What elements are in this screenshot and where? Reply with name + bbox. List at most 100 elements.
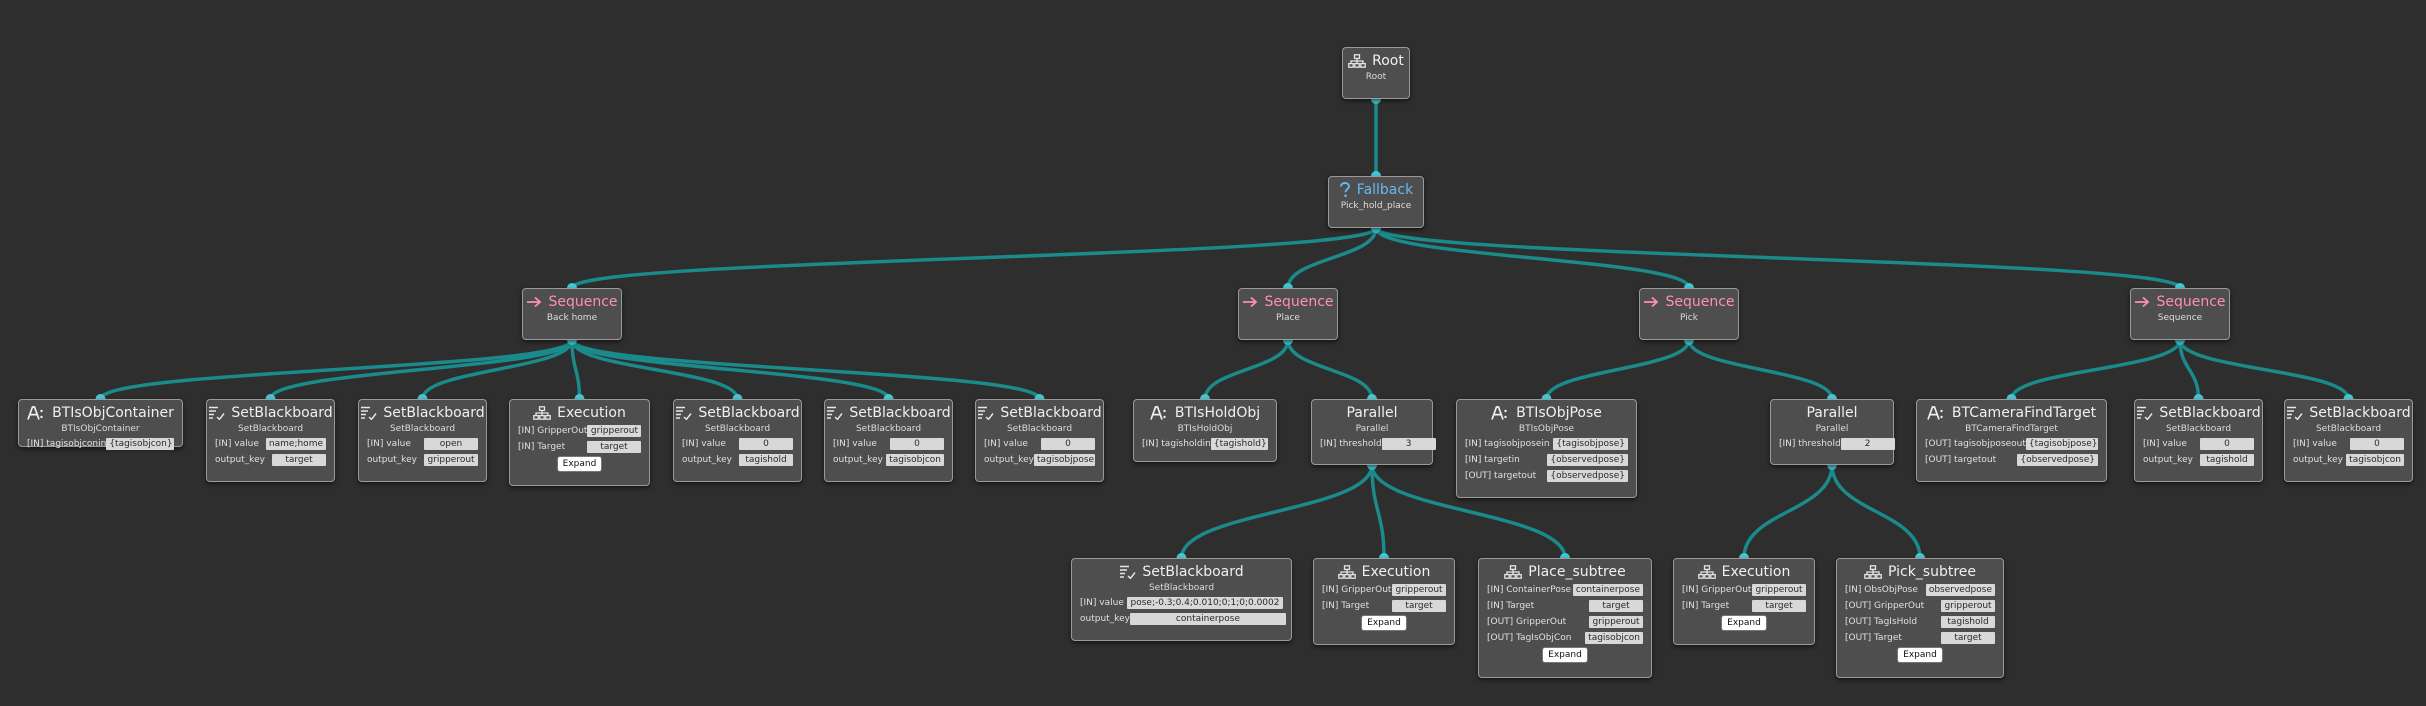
expand-button[interactable]: Expand <box>556 456 603 472</box>
port-name: [IN] value <box>367 439 411 449</box>
port-row: [OUT] GripperOut gripperout <box>1837 600 2003 612</box>
port-value-field[interactable]: {observedpose} <box>1547 454 1628 466</box>
port-value-field[interactable]: gripperout <box>587 425 642 437</box>
expand-button[interactable]: Expand <box>1542 647 1588 663</box>
port-value-field[interactable]: 0 <box>2350 438 2404 450</box>
port-name: [OUT] Target <box>1845 633 1902 643</box>
port-value-field[interactable]: gripperout <box>424 454 478 466</box>
port-value-field[interactable]: {tagishold} <box>1210 438 1268 450</box>
port-value-field[interactable]: tagishold <box>1941 616 1995 628</box>
port-value-field[interactable]: gripperout <box>1392 584 1446 596</box>
port-value-field[interactable]: name;home <box>265 438 326 450</box>
node-subtitle: Pick <box>1680 313 1698 323</box>
port-value-field[interactable]: pose;-0.3;0.4;0.010;0;1;0;0.0002 <box>1127 597 1283 609</box>
node-title: BTCameraFindTarget <box>1917 405 2106 421</box>
expand-button[interactable]: Expand <box>1721 615 1767 631</box>
tree-icon <box>1697 565 1716 579</box>
node-title: BTIsObjPose <box>1457 405 1636 421</box>
port-name: [OUT] GripperOut <box>1845 601 1925 611</box>
tree-icon <box>1504 565 1523 579</box>
edge-par-place-to-sb-container-pose <box>1179 464 1374 559</box>
port-value-field[interactable]: 3 <box>1381 438 1436 450</box>
port-value-field[interactable]: 2 <box>1840 438 1895 450</box>
port-value-field[interactable]: target <box>1941 632 1995 644</box>
port-value-field[interactable]: gripperout <box>1589 616 1643 628</box>
port-value-field[interactable]: observedpose <box>1925 584 1995 596</box>
port-value-field[interactable]: open <box>424 438 478 450</box>
port-value-field[interactable]: {tagisobjpose} <box>2025 438 2098 450</box>
expand-button[interactable]: Expand <box>1897 647 1943 663</box>
port-value-field[interactable]: tagisobjcon <box>1585 632 1643 644</box>
edge-fallback-to-seq-place <box>1286 227 1378 289</box>
port-value-field[interactable]: target <box>272 454 326 466</box>
port-value-field[interactable]: target <box>1752 600 1806 612</box>
port-value-field[interactable]: target <box>587 441 641 453</box>
port-value-field[interactable]: tagisobjcon <box>886 454 944 466</box>
port-value-field[interactable]: 0 <box>890 438 944 450</box>
node-title-text: Root <box>1372 53 1404 69</box>
port-value-field[interactable]: gripperout <box>1941 600 1995 612</box>
node-subtitle: SetBlackboard <box>2315 424 2382 434</box>
port-value-field[interactable]: {tagisobjcon} <box>106 438 174 450</box>
port-value-field[interactable]: tagishold <box>739 454 793 466</box>
port-value-field[interactable]: containerpose <box>1572 584 1643 596</box>
port-value-field[interactable]: tagishold <box>2200 454 2254 466</box>
expand-button[interactable]: Expand <box>1361 615 1407 631</box>
port-value-field[interactable]: tagisobjpose <box>1033 454 1095 466</box>
edge-seq-sequence-to-sb-seq-hold <box>2178 339 2201 400</box>
node-title-text: Place_subtree <box>1528 564 1626 580</box>
edge-par-place-to-place-subtree <box>1370 464 1567 559</box>
port-value-field[interactable]: target <box>1392 600 1446 612</box>
port-value-field[interactable]: 0 <box>1041 438 1095 450</box>
port-value-field[interactable]: target <box>1589 600 1643 612</box>
port-value-field[interactable]: tagisobjcon <box>2346 454 2404 466</box>
edge-seq-place-to-par-place <box>1286 339 1374 400</box>
port-value-field[interactable]: gripperout <box>1752 584 1806 596</box>
port-value-field[interactable]: 0 <box>739 438 793 450</box>
port-row: [OUT] Target target <box>1837 632 2003 644</box>
port-value-field[interactable]: {observedpose} <box>2017 454 2098 466</box>
node-title-text: BTCameraFindTarget <box>1951 405 2097 421</box>
node-subtitle: SetBlackboard <box>2165 424 2232 434</box>
port-value-field[interactable]: containerpose <box>1129 613 1286 625</box>
node-title-text: SetBlackboard <box>231 405 333 421</box>
port-value-field[interactable]: {observedpose} <box>1547 470 1628 482</box>
port-value-field[interactable]: {tagisobjpose} <box>1553 438 1628 450</box>
port-value-field[interactable]: 0 <box>2200 438 2254 450</box>
